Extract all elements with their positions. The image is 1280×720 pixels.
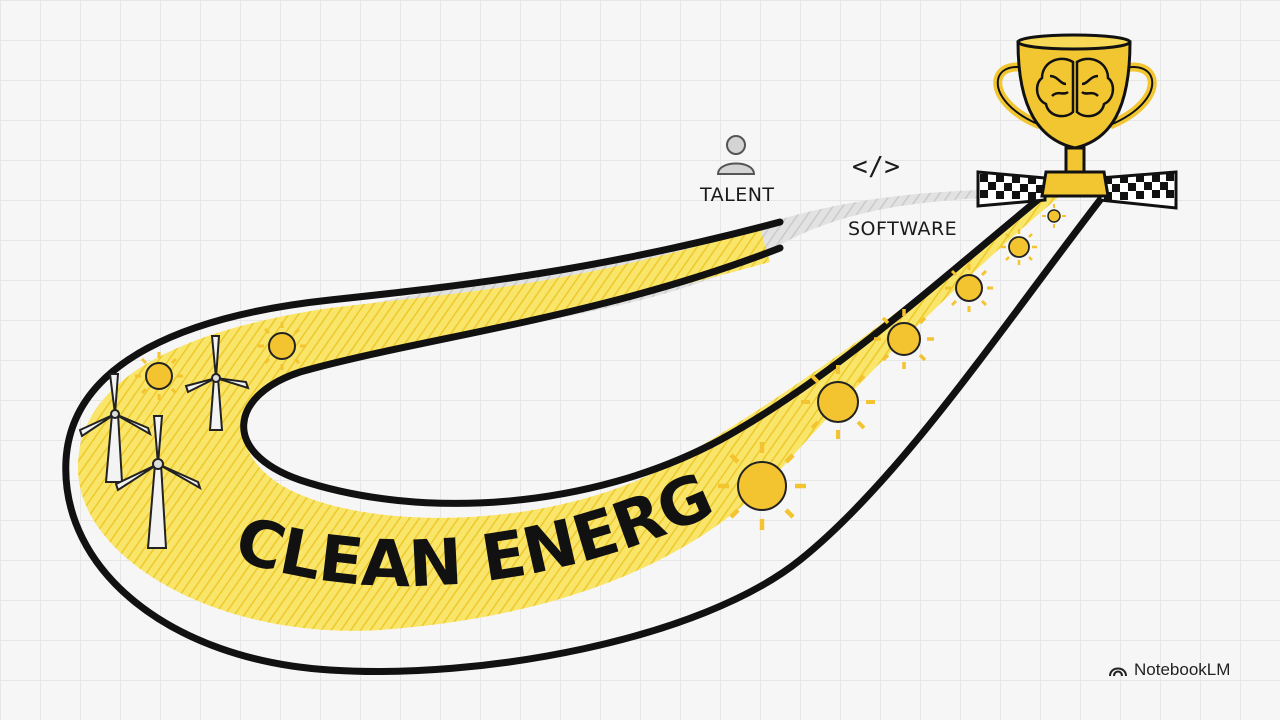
notebooklm-brand: NotebookLM bbox=[1108, 660, 1230, 680]
sun-icon-8 bbox=[135, 352, 183, 400]
notebooklm-logo-icon bbox=[1109, 667, 1127, 677]
sun-icon-6 bbox=[718, 442, 806, 530]
wind-turbine-icon-3 bbox=[114, 415, 202, 549]
talent-label: TALENT bbox=[700, 184, 775, 206]
wind-turbine-icon-1 bbox=[184, 335, 250, 431]
person-icon bbox=[716, 135, 756, 175]
trophy-icon bbox=[993, 33, 1157, 198]
track-outer-edge bbox=[62, 196, 1104, 675]
track-inner-edge bbox=[240, 194, 1044, 507]
code-icon: </> bbox=[852, 152, 901, 182]
brand-name: NotebookLM bbox=[1134, 660, 1231, 679]
sun-icon-5 bbox=[801, 365, 875, 439]
checkered-flag-icon bbox=[976, 170, 1178, 210]
sun-icon-4 bbox=[874, 309, 934, 369]
brain-icon bbox=[1035, 57, 1115, 118]
software-label: SOFTWARE bbox=[848, 218, 958, 240]
sun-icon-1 bbox=[1042, 204, 1066, 228]
sun-icon-3 bbox=[945, 264, 993, 312]
sun-icon-2 bbox=[1001, 229, 1037, 265]
sun-icon-7 bbox=[258, 322, 306, 370]
clean-energy-track bbox=[77, 196, 1060, 631]
